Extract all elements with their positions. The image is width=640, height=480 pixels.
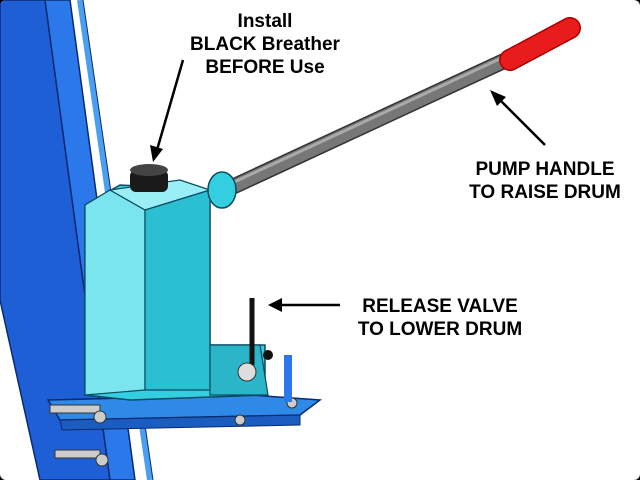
pump-handle [207,17,581,209]
black-breather [130,164,168,192]
release-valve-label-line-2: TO LOWER DRUM [357,319,523,340]
release-valve-label-line-1: RELEASE VALVE [362,296,518,317]
breather-label-line-1: Install [237,11,293,32]
release-valve-label: RELEASE VALVE TO LOWER DRUM [340,295,540,341]
breather-label: Install BLACK Breather BEFORE Use [175,10,355,79]
breather-label-line-3: BEFORE Use [205,57,325,78]
pump-handle-label-line-2: TO RAISE DRUM [469,182,621,203]
release-valve [237,298,292,402]
pump-body [84,179,269,401]
callout-arrows [150,59,546,312]
breather-label-line-2: BLACK Breather [190,34,340,55]
pump-handle-label: PUMP HANDLE TO RAISE DRUM [455,158,635,204]
pump-handle-label-line-1: PUMP HANDLE [475,159,615,180]
